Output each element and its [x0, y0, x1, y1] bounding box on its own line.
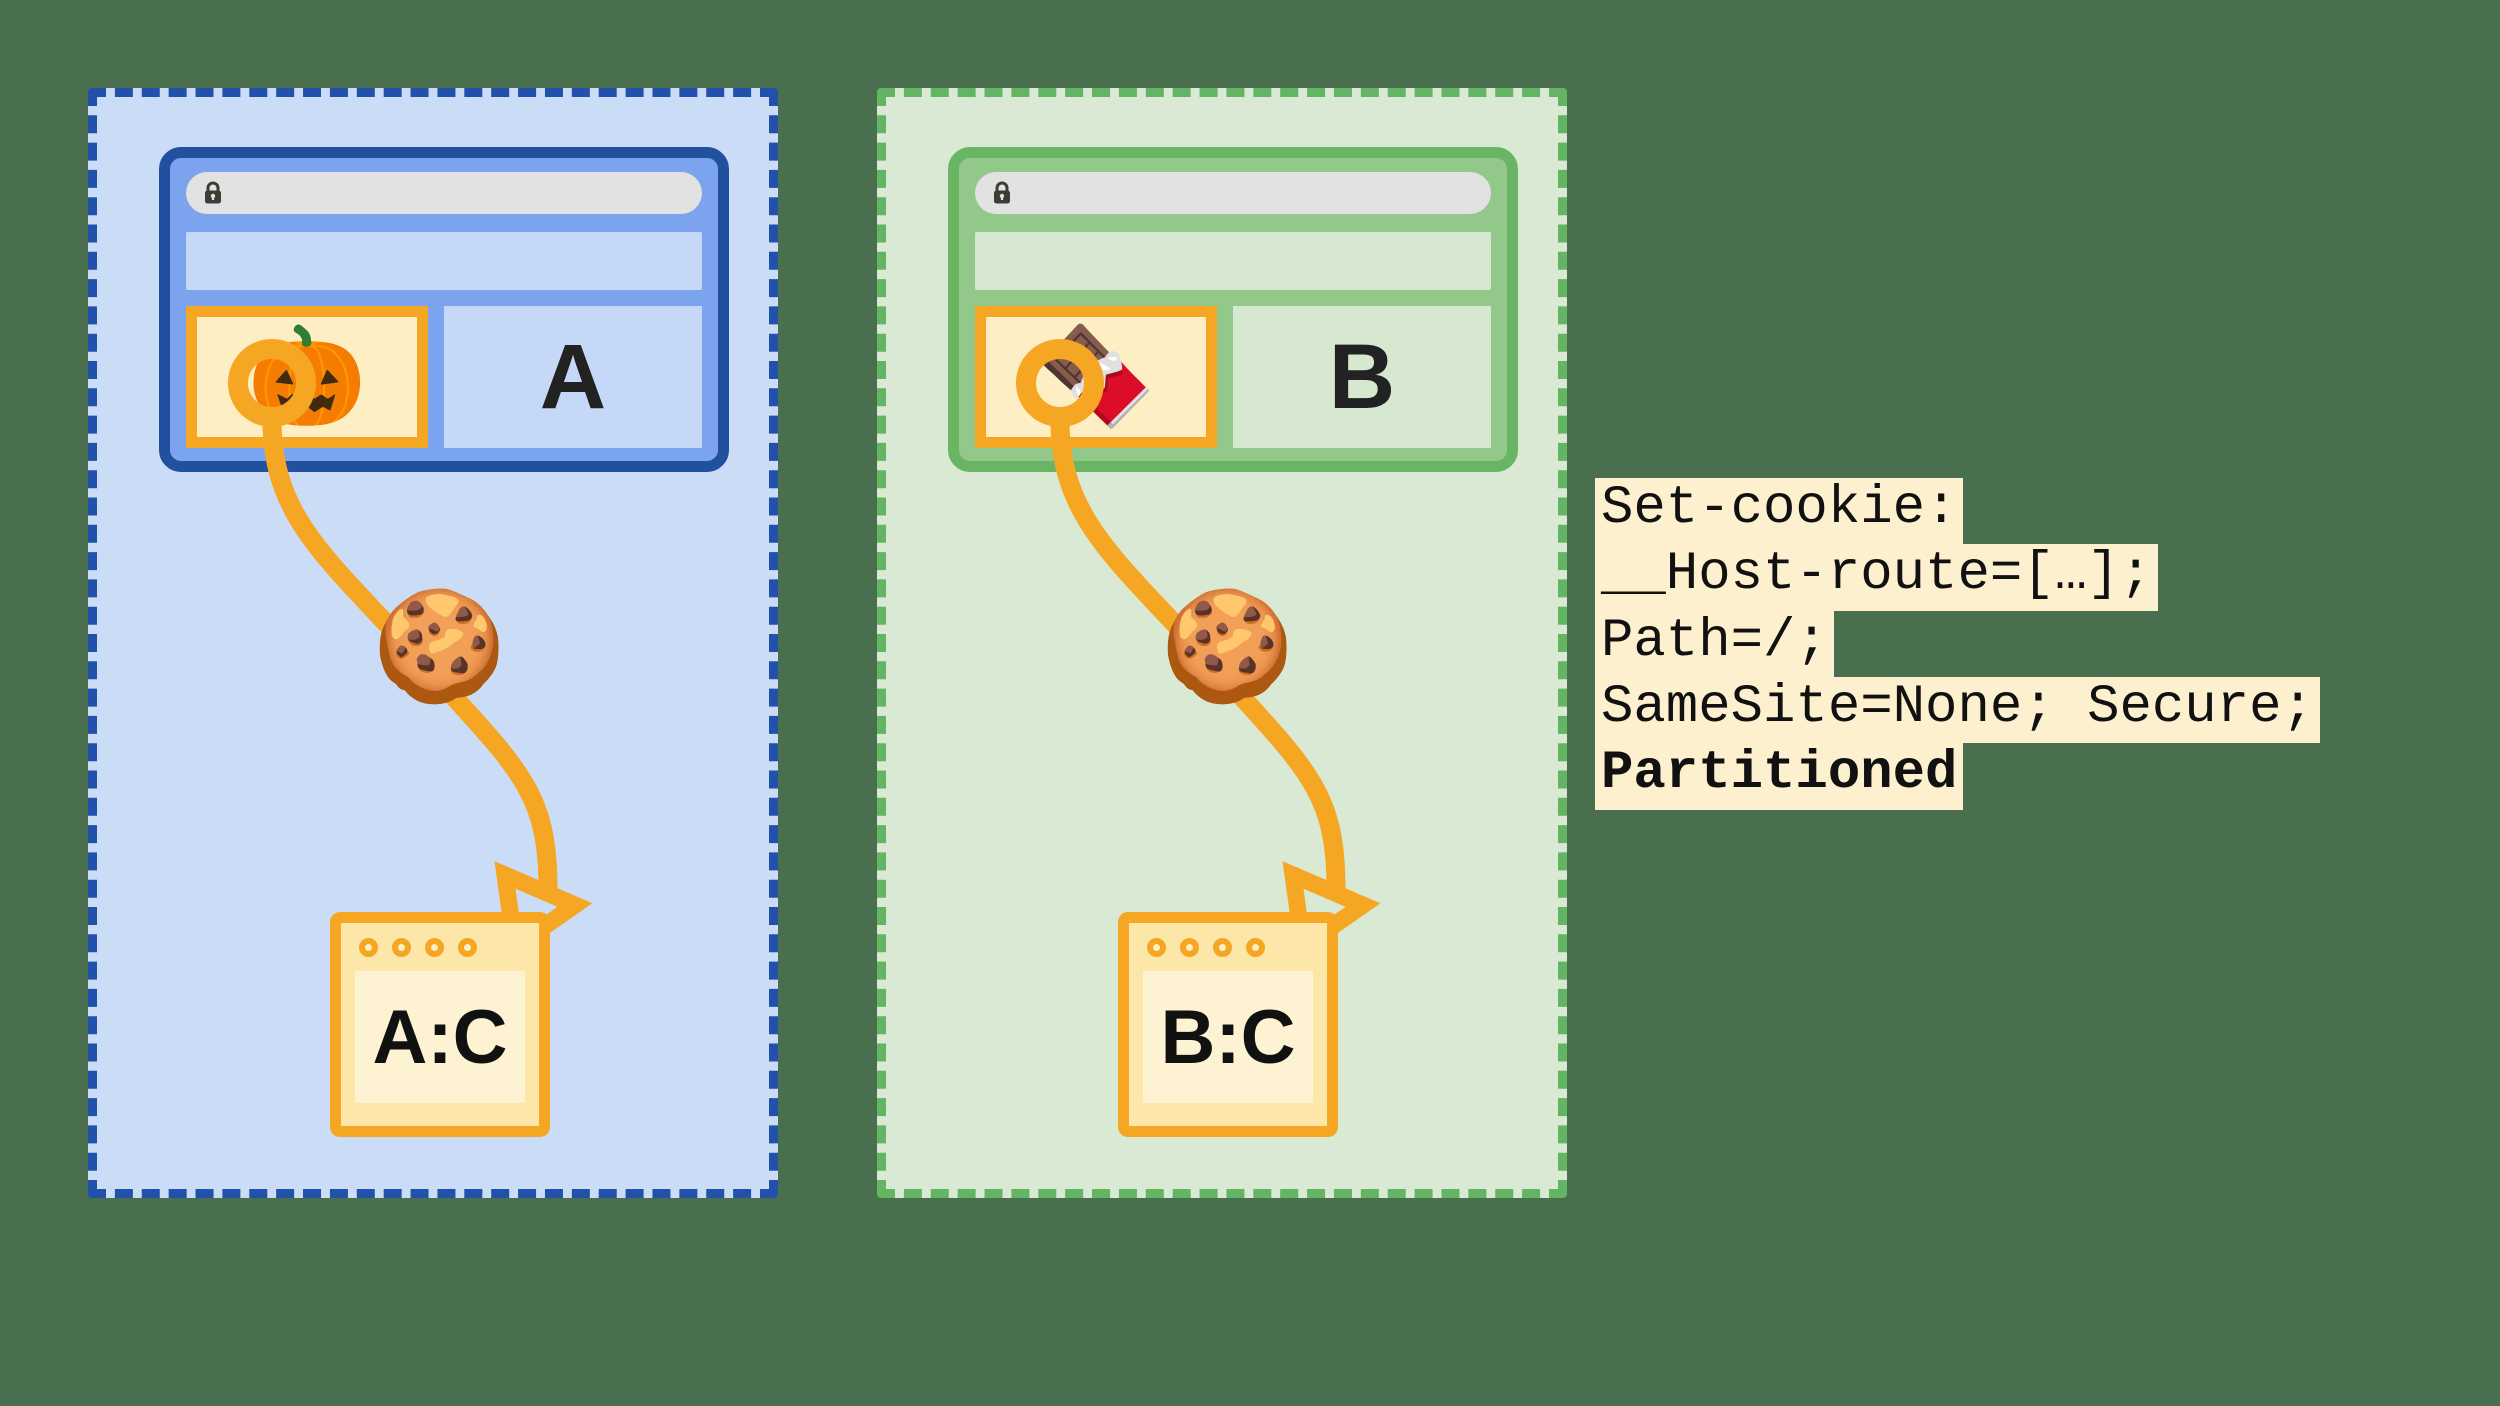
embedded-frame-b[interactable]: 🍫	[975, 306, 1217, 448]
jack-o-lantern-emoji: 🎃	[247, 323, 367, 430]
browser-content-strip-a	[186, 232, 702, 290]
ring-dot-icon	[1180, 937, 1199, 957]
ring-dot-icon	[1147, 937, 1166, 957]
code-line-1: __Host-route=[…];	[1595, 544, 2158, 611]
browser-content-row-b: 🍫 B	[975, 306, 1491, 448]
browser-content-row-a: 🎃 A	[186, 306, 702, 448]
browser-url-bar-b[interactable]	[975, 172, 1491, 214]
ring-dot-icon	[458, 937, 477, 957]
code-line-4: Partitioned	[1595, 743, 1964, 810]
site-letter-pane-b: B	[1233, 306, 1491, 448]
set-cookie-header-snippet: Set-cookie: __Host-route=[…]; Path=/; Sa…	[1595, 478, 2475, 810]
code-line-0: Set-cookie:	[1595, 478, 1964, 545]
chocolate-bar-emoji: 🍫	[1036, 323, 1156, 430]
storage-screen-a: A:C	[355, 971, 525, 1103]
ring-dot-icon	[392, 937, 411, 957]
padlock-icon	[205, 181, 221, 204]
storage-dot-row-b	[1129, 923, 1327, 971]
ring-dot-icon	[1213, 937, 1232, 957]
storage-partition-key-b: B:C	[1160, 994, 1296, 1080]
cookie-emoji-b: 🍪	[1160, 585, 1295, 706]
ring-dot-icon	[359, 937, 378, 957]
browser-content-strip-b	[975, 232, 1491, 290]
partitioned-storage-box-a: A:C	[330, 912, 550, 1137]
code-line-2: Path=/;	[1595, 610, 1834, 677]
browser-window-site-b: 🍫 B	[948, 147, 1518, 472]
browser-url-bar-a[interactable]	[186, 172, 702, 214]
code-line-3: SameSite=None; Secure;	[1595, 676, 2320, 744]
site-letter-a: A	[539, 325, 607, 428]
storage-screen-b: B:C	[1143, 971, 1313, 1103]
storage-partition-key-a: A:C	[372, 994, 508, 1080]
storage-dot-row-a	[341, 923, 539, 971]
browser-window-site-a: 🎃 A	[159, 147, 729, 472]
padlock-icon	[994, 181, 1010, 204]
partitioned-storage-box-b: B:C	[1118, 912, 1338, 1137]
ring-dot-icon	[1246, 937, 1265, 957]
site-letter-b: B	[1328, 325, 1396, 428]
cookie-emoji-a: 🍪	[372, 585, 507, 706]
ring-dot-icon	[425, 937, 444, 957]
embedded-frame-a[interactable]: 🎃	[186, 306, 428, 448]
site-letter-pane-a: A	[444, 306, 702, 448]
